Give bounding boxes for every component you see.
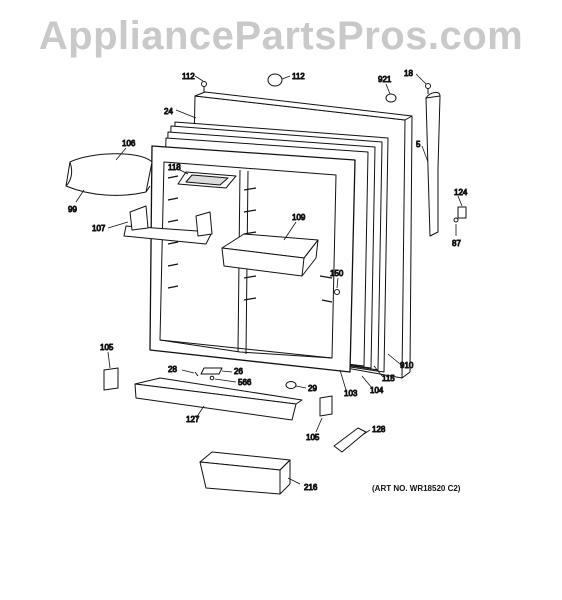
part-112-cap xyxy=(267,73,283,87)
callout-216: 216 xyxy=(304,483,318,492)
callout-105-left: 105 xyxy=(100,343,114,352)
callout-18: 18 xyxy=(404,69,413,78)
part-109-bin xyxy=(221,233,319,277)
callout-150: 150 xyxy=(330,269,344,278)
watermark-text: AppliancePartsPros.com xyxy=(38,14,524,58)
part-216-bin xyxy=(199,451,291,495)
part-128 xyxy=(333,427,367,453)
callout-labels: 112 112 921 18 24 106 118 5 99 107 109 1… xyxy=(68,69,469,493)
part-18-screw xyxy=(425,83,431,89)
part-566-screw xyxy=(209,375,215,381)
callout-118: 118 xyxy=(168,163,181,172)
callout-28: 28 xyxy=(168,365,177,374)
art-number: (ART NO. WR18520 C2) xyxy=(372,484,461,493)
callout-109: 109 xyxy=(292,213,306,222)
leader-lines xyxy=(75,73,463,485)
part-118-shelf xyxy=(177,171,237,189)
part-107-door-shelf xyxy=(123,205,213,245)
callout-127: 127 xyxy=(186,415,200,424)
callout-24: 24 xyxy=(164,107,173,116)
callout-105-right: 105 xyxy=(306,433,320,442)
callout-104: 104 xyxy=(370,386,384,395)
callout-26: 26 xyxy=(234,367,243,376)
callout-566: 566 xyxy=(238,378,252,387)
callout-99: 99 xyxy=(68,205,77,214)
part-5-door-handle xyxy=(425,91,441,237)
part-112-screw xyxy=(201,81,207,87)
callout-921: 921 xyxy=(378,75,392,84)
part-127-bottom-trim xyxy=(134,377,303,421)
callout-106: 106 xyxy=(122,139,136,148)
callout-5: 5 xyxy=(416,140,421,149)
callout-112-cap: 112 xyxy=(292,72,305,81)
callout-87: 87 xyxy=(452,239,461,248)
part-921-plug xyxy=(385,93,397,103)
small-parts xyxy=(194,73,459,389)
callout-115: 115 xyxy=(382,374,395,383)
part-124 xyxy=(457,206,467,219)
part-26-bracket xyxy=(200,367,223,375)
callout-124: 124 xyxy=(454,188,468,197)
callout-107: 107 xyxy=(92,224,106,233)
part-150-stop xyxy=(334,289,340,295)
part-106-dairy-cover xyxy=(65,153,153,196)
part-28-pin xyxy=(194,371,199,377)
callout-112-screw: 112 xyxy=(182,72,195,81)
part-29-cap xyxy=(285,381,297,389)
part-105-cams xyxy=(103,367,333,417)
part-87-screw xyxy=(453,217,459,223)
callout-103: 103 xyxy=(344,389,358,398)
callout-29: 29 xyxy=(308,384,317,393)
callout-910: 910 xyxy=(400,361,414,370)
callout-128: 128 xyxy=(372,425,386,434)
